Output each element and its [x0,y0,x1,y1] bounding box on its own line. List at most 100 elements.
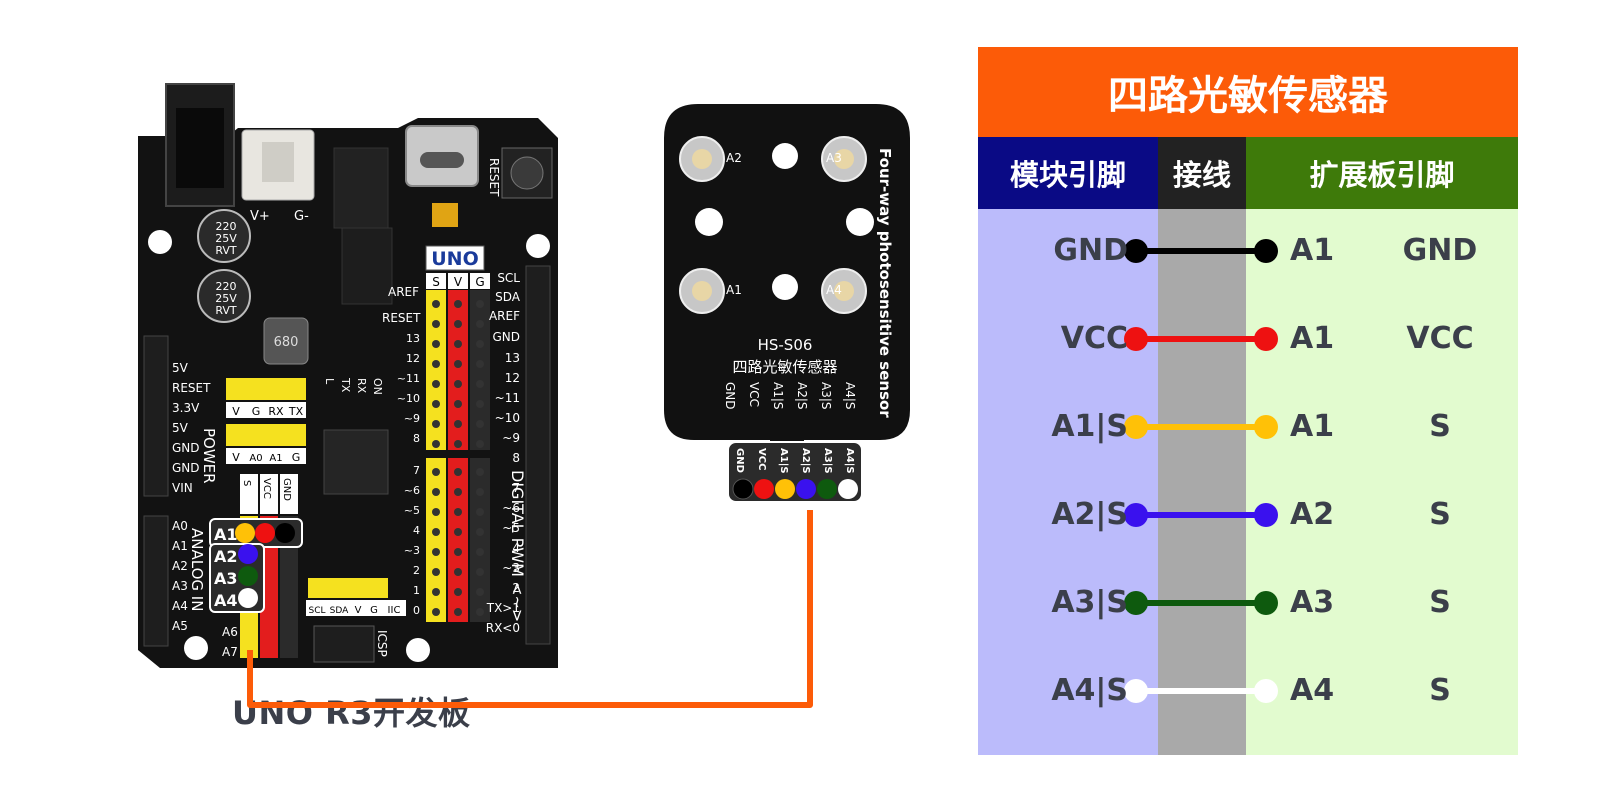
wire-endpoint [1124,239,1148,263]
header-pin [476,548,484,556]
header-board-pin: 扩展板引脚 [1246,137,1518,209]
header-pin [432,488,440,496]
header-vcc-upper [448,290,468,450]
svg-text:2: 2 [413,564,420,577]
header-pin [432,400,440,408]
header-pin [476,440,484,448]
svg-text:A1|S: A1|S [778,448,789,474]
dot-a2 [238,544,258,564]
power-pin-labels: 5V RESET 3.3V 5V GND GND VIN [172,361,211,495]
cell-module-pin: A3|S [1051,585,1128,620]
wire-endpoint [1254,591,1278,615]
svg-text:3.3V: 3.3V [172,401,200,415]
wire-endpoint [1254,503,1278,527]
header-pin [454,420,462,428]
svg-text:A5: A5 [172,619,188,633]
svg-text:TX: TX [288,405,304,418]
right-pin-labels: SCL SDA AREF GND 13 12 ~11 ~10 ~9 8 7 ~6… [486,271,521,635]
aref-label: AREF [388,285,419,299]
svg-text:RX: RX [355,378,368,394]
wire-endpoint [1124,503,1148,527]
header-pin [476,340,484,348]
svg-text:ON: ON [371,378,384,395]
svg-text:GND: GND [492,330,520,344]
svg-text:A4: A4 [826,283,842,297]
svg-text:7: 7 [413,464,420,477]
header-pin [454,440,462,448]
header-module-pin: 模块引脚 [978,137,1158,209]
ldr-a2 [679,136,725,182]
svg-text:220: 220 [216,220,237,233]
svg-text:SDA: SDA [495,290,521,304]
svg-text:GND: GND [172,461,200,475]
cell-module-pin: A1|S [1051,409,1128,444]
svg-text:A4|S: A4|S [843,382,857,410]
svg-text:~6: ~6 [502,501,520,515]
header-pin [432,468,440,476]
header-pin [432,380,440,388]
chip-ch340 [333,147,389,229]
uno-board: V+ G- RESET 220 25V RVT 220 25V RVT 680 … [138,83,558,668]
header-wire: 接线 [1158,137,1246,209]
svg-text:7: 7 [512,481,520,495]
header-signal-lower [426,458,446,622]
uno-badge [425,245,485,271]
cell-board-port: A1 [1290,321,1335,356]
svg-text:A0: A0 [249,453,262,464]
header-pins [432,300,484,616]
header-pin [454,300,462,308]
header-gnd-lower [470,458,490,622]
svg-text:V: V [355,605,362,616]
svg-text:680: 680 [274,335,299,350]
column-wire [1158,209,1246,755]
cell-board-pin: GND [1402,233,1478,268]
svg-text:A3: A3 [172,579,188,593]
header-pin [454,528,462,536]
svg-text:A4|S: A4|S [844,448,855,474]
header-pin [454,380,462,388]
svg-text:SCL: SCL [497,271,520,285]
uart-header [226,378,306,400]
icsp-label: ICSP [375,630,389,657]
svg-text:~5: ~5 [404,504,420,517]
wire-endpoint [1254,415,1278,439]
sensor-cn-name: 四路光敏传感器 [732,358,837,376]
svg-text:0: 0 [413,604,420,617]
svg-text:220: 220 [216,280,237,293]
header-pin [454,568,462,576]
svg-text:2: 2 [512,581,520,595]
wire-endpoint [1124,327,1148,351]
svg-text:G: G [370,605,378,616]
svg-text:VCC: VCC [756,448,767,470]
column-module [978,209,1158,755]
header-pin [432,300,440,308]
svg-text:A1: A1 [214,525,238,544]
svg-text:GND: GND [723,382,737,410]
svg-text:~9: ~9 [502,431,520,445]
header-pin [476,608,484,616]
svg-text:TX: TX [339,377,352,393]
analog-female-header [143,515,169,647]
svg-text:A1|S: A1|S [771,382,785,410]
sensor-english-name: Four-way photosensitive sensor [876,148,894,418]
sensor-hole [695,208,723,236]
svg-text:~3: ~3 [502,561,520,575]
svg-text:A2: A2 [172,559,188,573]
svg-text:GND: GND [281,478,292,501]
svg-text:~3: ~3 [404,544,420,557]
header-gnd-upper [470,290,490,450]
cell-board-port: A1 [1290,409,1335,444]
svg-text:RX<0: RX<0 [486,621,520,635]
cell-board-port: A4 [1290,673,1335,708]
svg-text:~9: ~9 [404,412,420,425]
sensor-hole [772,143,798,169]
sensor-pin-labels: GND VCC A1|S A2|S A3|S A4|S [723,382,857,410]
svg-text:IIC: IIC [388,605,401,616]
svg-text:A7: A7 [222,645,238,659]
mount-hole [526,234,550,258]
cell-module-pin: GND [1053,233,1128,268]
header-pin [476,588,484,596]
svg-text:13: 13 [406,332,420,345]
dot-gnd [275,523,295,543]
cell-module-pin: A2|S [1051,497,1128,532]
